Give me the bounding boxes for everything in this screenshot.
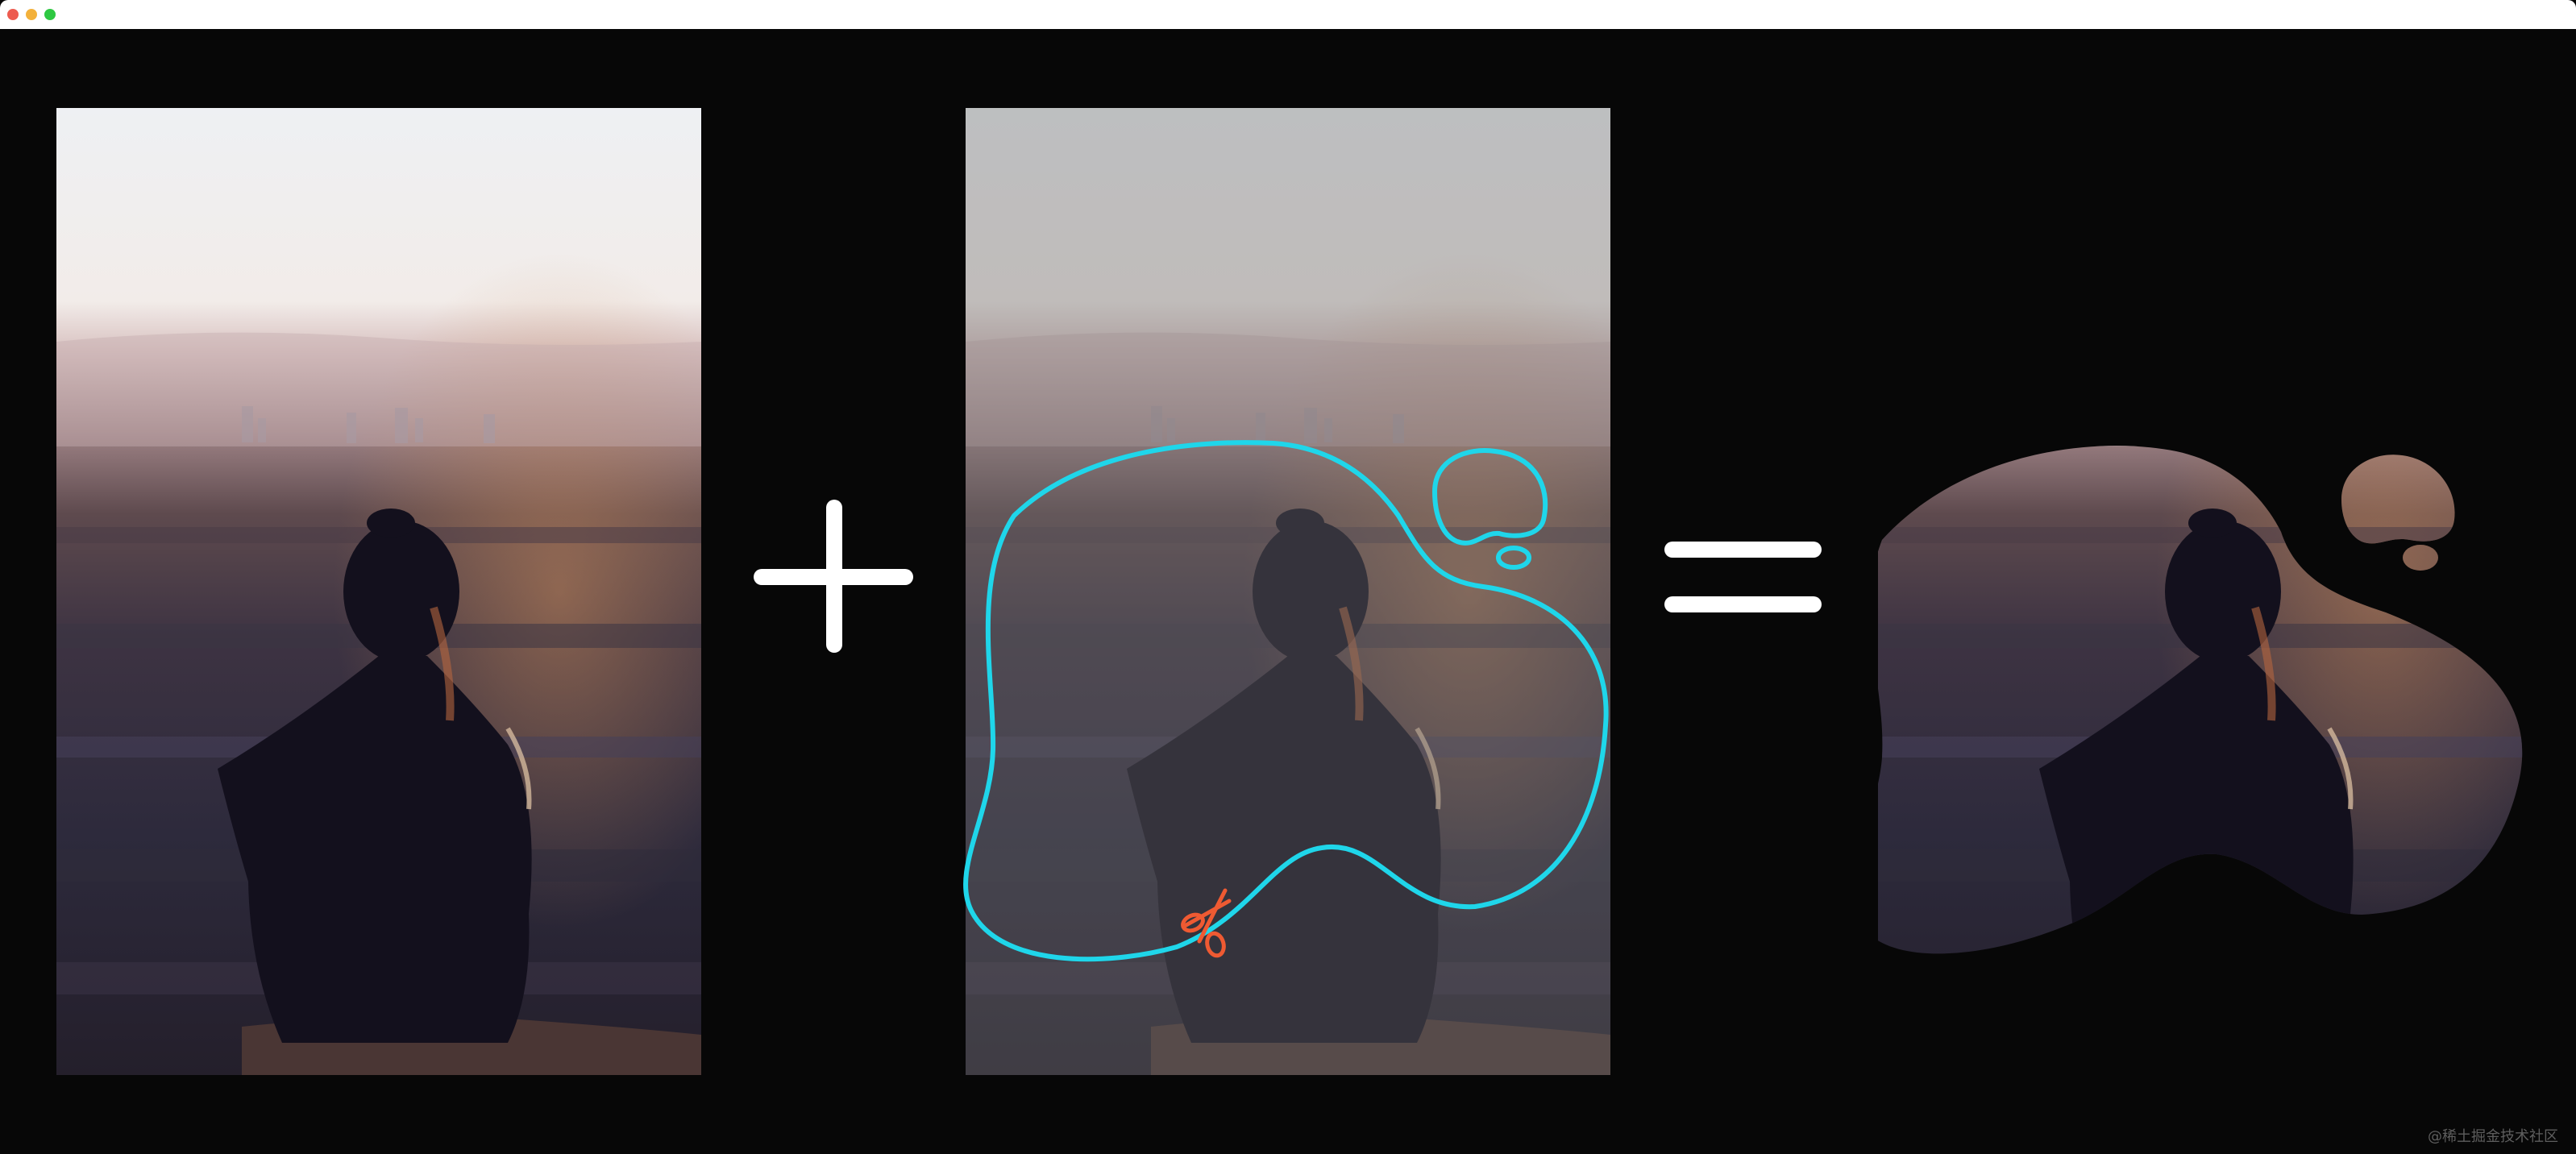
equals-operator	[1664, 542, 1822, 612]
window-titlebar	[0, 0, 2576, 29]
original-photo-panel	[56, 108, 701, 1075]
minimize-window-button[interactable]	[26, 9, 37, 20]
close-window-button[interactable]	[7, 9, 19, 20]
photo-image	[56, 108, 701, 1075]
clip-path-illustration	[0, 108, 2576, 1075]
watermark-text: @稀土掘金技术社区	[2428, 1128, 2558, 1145]
clipped-photo-image	[1878, 108, 2523, 1075]
clip-outline	[963, 440, 1609, 962]
illustration-canvas: @稀土掘金技术社区	[0, 29, 2576, 1154]
clip-path-overlay-panel	[963, 108, 1610, 1075]
clipped-result-panel	[1878, 108, 2523, 1075]
zoom-window-button[interactable]	[44, 9, 56, 20]
plus-operator	[754, 500, 913, 653]
scissors-icon	[1181, 888, 1232, 958]
